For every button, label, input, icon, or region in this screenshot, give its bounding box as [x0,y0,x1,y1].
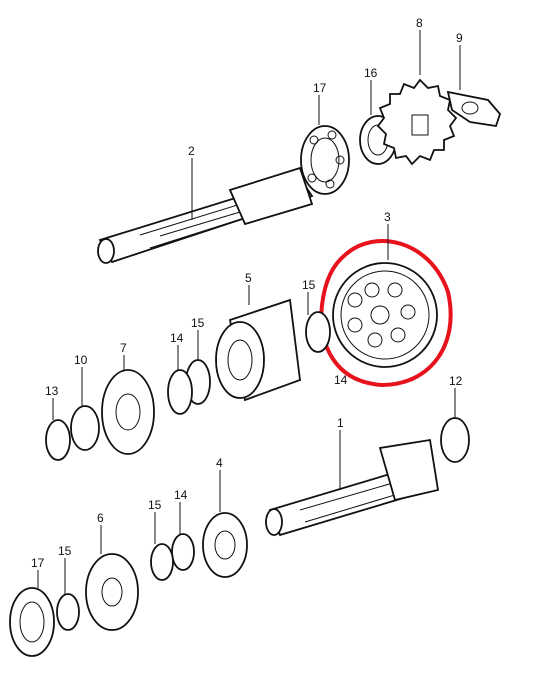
label-4: 4 [216,456,223,470]
label-14-gear3: 14 [334,373,348,387]
washer-part-15-lower [150,543,174,581]
label-9: 9 [456,31,463,45]
bearing-part-17-upper [300,125,350,195]
gear-part-3 [332,262,438,368]
label-12: 12 [449,374,463,388]
callout-labels: 17 16 8 9 2 3 5 15 14 15 14 7 10 13 12 1… [31,16,463,570]
washer-part-14-mid [167,369,193,415]
washer-part-15-near-gear-3 [305,311,331,353]
label-16: 16 [364,66,378,80]
label-17-lower: 17 [31,556,45,570]
washer-part-14-lower [171,533,195,571]
bearing-part-17-lower [9,587,55,657]
label-8: 8 [416,16,423,30]
washer-part-15-bottom [56,593,80,631]
label-2: 2 [188,144,195,158]
label-1: 1 [337,416,344,430]
sprocket-part-8 [376,78,458,166]
gear-part-7 [101,369,155,455]
gear-part-4 [202,512,248,578]
label-5: 5 [245,271,252,285]
label-3: 3 [384,210,391,224]
gear-part-5 [215,298,301,402]
label-17-upper: 17 [313,81,327,95]
red-highlight-circle [319,239,453,388]
washer-part-12 [440,417,470,463]
gear-part-6 [85,553,139,631]
label-15-bottom: 15 [58,544,72,558]
label-7: 7 [120,341,127,355]
label-14-lower: 14 [174,488,188,502]
bushing-part-10 [70,405,100,451]
label-14-mid: 14 [170,331,184,345]
countershaft-part-1 [265,438,440,537]
label-15-mid: 15 [191,316,205,330]
lock-plate-part-9 [446,90,502,128]
mainshaft-part-2 [97,166,314,264]
washer-part-13 [45,419,71,461]
label-6: 6 [97,511,104,525]
leader-lines [37,30,461,594]
label-15-lower: 15 [148,498,162,512]
label-13: 13 [45,384,59,398]
label-15-gear3: 15 [302,278,316,292]
label-10: 10 [74,353,88,367]
